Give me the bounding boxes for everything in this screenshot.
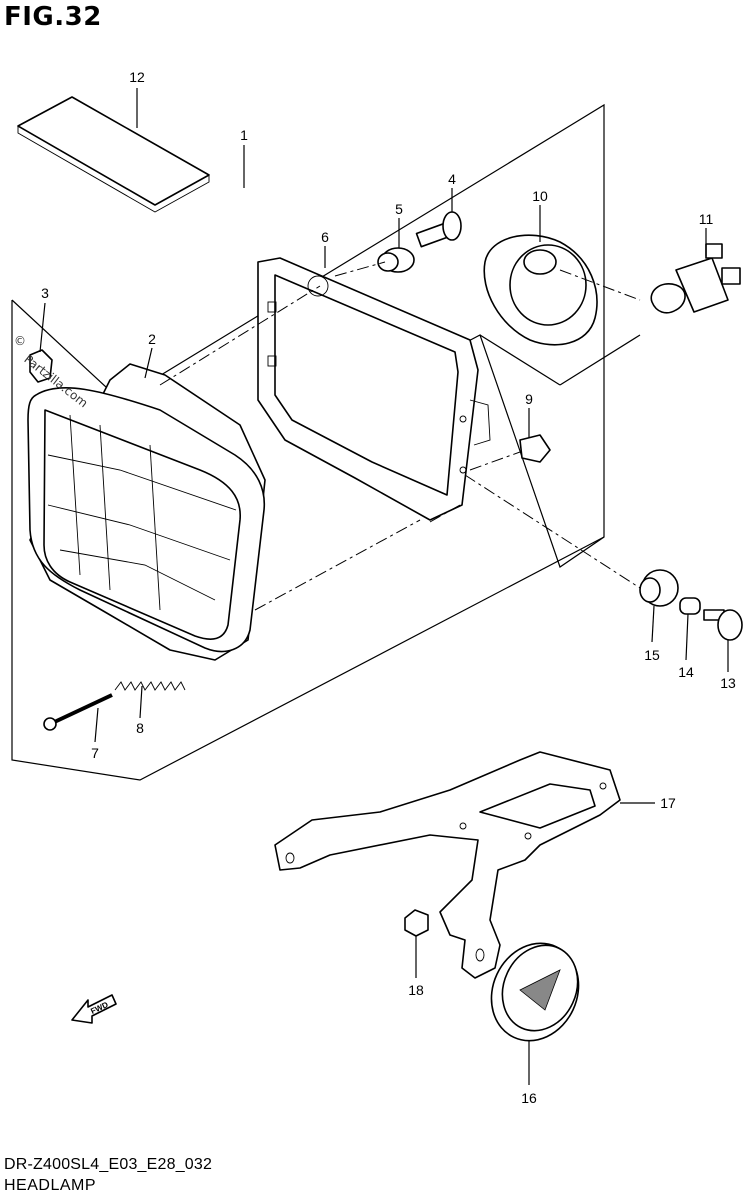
copyright-mark: © bbox=[14, 334, 26, 348]
callout-3: 3 bbox=[41, 285, 49, 301]
callout-14: 14 bbox=[678, 664, 694, 680]
figure-title: FIG.32 bbox=[4, 2, 102, 32]
part-12-label-sticker[interactable] bbox=[17, 96, 210, 213]
callout-18: 18 bbox=[408, 982, 424, 998]
fwd-label: FWD bbox=[89, 1000, 110, 1016]
diagram-code: DR-Z400SL4_E03_E28_032 bbox=[4, 1156, 213, 1173]
part-18-nut[interactable] bbox=[404, 909, 429, 937]
part-13-bolt[interactable] bbox=[703, 609, 743, 641]
callout-12: 12 bbox=[129, 69, 145, 85]
alignment-line bbox=[429, 504, 461, 523]
alignment-line bbox=[464, 474, 641, 589]
leader-14 bbox=[685, 613, 689, 661]
assembly-boundary-lower bbox=[11, 300, 605, 781]
leader-15 bbox=[651, 605, 655, 643]
callout-10: 10 bbox=[532, 188, 548, 204]
callout-11: 11 bbox=[699, 211, 714, 227]
callout-15: 15 bbox=[644, 647, 660, 663]
part-7-adjusting-screw[interactable] bbox=[43, 693, 113, 731]
part-5-grommet[interactable] bbox=[377, 247, 415, 273]
part-9-clip-nut[interactable] bbox=[519, 434, 551, 463]
leader-7 bbox=[94, 707, 99, 743]
leader-3 bbox=[39, 302, 46, 353]
alignment-line bbox=[334, 261, 386, 277]
diagram-name: HEADLAMP bbox=[4, 1177, 97, 1194]
callout-8: 8 bbox=[136, 720, 144, 736]
assembly-boundary-edge bbox=[11, 299, 121, 401]
alignment-line bbox=[559, 269, 641, 301]
callout-17: 17 bbox=[660, 795, 676, 811]
part-3-clip[interactable] bbox=[29, 349, 53, 383]
part-17-bracket[interactable] bbox=[274, 751, 621, 979]
arrow-left-icon bbox=[71, 994, 117, 1024]
callout-16: 16 bbox=[521, 1090, 537, 1106]
part-8-spring[interactable] bbox=[114, 681, 186, 691]
part-2-headlamp-unit[interactable] bbox=[27, 363, 266, 661]
callout-7: 7 bbox=[91, 745, 99, 761]
callout-6: 6 bbox=[321, 229, 329, 245]
alignment-line bbox=[254, 519, 421, 611]
fwd-direction-marker: FWD bbox=[71, 994, 117, 1024]
part-14-spacer[interactable] bbox=[679, 597, 701, 615]
assembly-boundary-edge-3 bbox=[559, 334, 641, 386]
part-10-bulb-cover[interactable] bbox=[483, 234, 598, 346]
assembly-boundary-edge-2 bbox=[479, 334, 561, 386]
callout-2: 2 bbox=[148, 331, 156, 347]
part-6-headlamp-housing[interactable] bbox=[257, 257, 491, 521]
alignment-line bbox=[469, 451, 521, 471]
part-15-grommet[interactable] bbox=[639, 569, 679, 607]
part-4-bolt[interactable] bbox=[415, 211, 462, 248]
part-16-reflector[interactable] bbox=[476, 929, 594, 1055]
callout-4: 4 bbox=[448, 171, 456, 187]
alignment-line bbox=[159, 285, 321, 386]
leader-8 bbox=[139, 685, 143, 719]
leader-2 bbox=[144, 347, 153, 379]
part-11-headlamp-bulb[interactable] bbox=[650, 243, 741, 314]
callout-13: 13 bbox=[720, 675, 736, 691]
callout-9: 9 bbox=[525, 391, 533, 407]
callout-5: 5 bbox=[395, 201, 403, 217]
callout-1: 1 bbox=[240, 127, 248, 143]
